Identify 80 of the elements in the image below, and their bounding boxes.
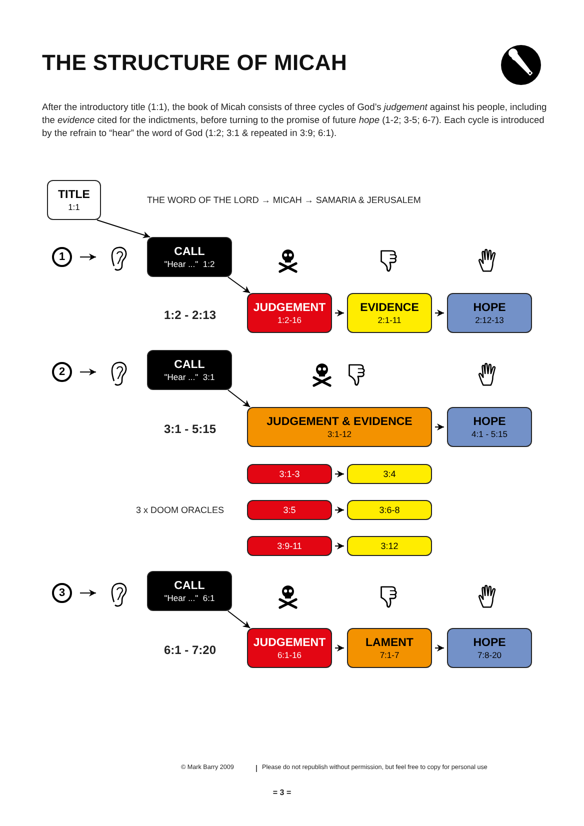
section-heading: TITLE [58,188,90,202]
ear-icon [110,246,128,272]
verse-box [247,464,332,484]
verse-reference: 2:1-11 [378,314,402,324]
verse-box [347,500,432,520]
page-title: THE STRUCTURE OF MICAH [42,50,348,76]
section-box [247,628,332,668]
section-heading: CALL [174,580,205,592]
verse-box [247,536,332,556]
verse-reference: 3:4 [383,469,396,479]
section-box [147,237,232,277]
section-box [147,350,232,390]
chapter-range: 6:1 - 7:20 [162,643,218,658]
arrow [96,220,150,238]
section-box [147,571,232,611]
arrow [80,254,96,260]
arrow [334,644,344,652]
arrow [434,644,444,652]
arrow [334,310,344,316]
section-box [47,180,101,220]
verse-reference: 3:12 [380,541,398,551]
verse-reference: 4:1 - 5:15 [472,428,508,438]
step-number: 2 [58,366,66,378]
arrow [434,424,444,430]
verse-reference: 1:2-16 [277,314,302,324]
section-heading: CALL [174,246,205,258]
subtitle-note: THE WORD OF THE LORD → MICAH → SAMARIA & JERUSALEM [147,195,422,206]
verse-box [247,500,332,520]
verse-reference: 7:8-20 [477,650,502,660]
section-note: 3 x DOOM ORACLES [134,505,226,516]
arrow [334,506,344,514]
step-number-circle [52,583,72,603]
verse-reference: "Hear ..." 1:2 [164,258,215,268]
step-number-circle [52,362,72,382]
section-box [247,293,332,333]
verse-reference: 3:1-12 [327,428,352,438]
section-box [247,407,432,447]
verse-reference: 2:12-13 [475,314,504,324]
page-number: = 3 = [272,788,292,798]
section-heading: JUDGEMENT [253,302,326,314]
ear-icon [110,582,128,608]
arrow [334,542,344,550]
verse-reference: 7:1-7 [380,650,400,660]
section-box [347,293,432,333]
section-box [447,628,532,668]
verse-reference: 6:1-16 [277,650,302,660]
intro-paragraph: After the introductory title (1:1), the book of Micah consists of three cycles of God’s judgement against his people, including the evidence cited for the indictments, before turning to the promise of future hope (1-2; 3-5; 6-7). Each cycle is introduced by the refrain to “hear” the word of God (1:2; 3:1 & repeated in 3:9; 6:1). [42,101,547,140]
verse-reference: "Hear ..." 6:1 [164,592,215,602]
arrow [80,368,96,376]
section-heading: LAMENT [366,636,414,650]
section-heading: JUDGEMENT & EVIDENCE [266,416,412,428]
arrow [228,390,250,408]
section-heading: HOPE [473,416,506,428]
section-heading: HOPE [473,636,506,650]
arrow [228,276,250,294]
verse-reference: "Hear ..." 3:1 [164,372,215,382]
arrow [334,470,344,478]
verse-reference: 3:6-8 [379,505,400,515]
step-number: 3 [58,587,66,599]
verse-reference: 1:1 [68,202,80,212]
step-number: 1 [58,251,66,263]
verse-box [347,464,432,484]
ear-icon [110,361,128,387]
chapter-range: 1:2 - 2:13 [162,308,218,323]
arrow [80,590,96,596]
verse-reference: 3:5 [283,505,296,515]
verse-reference: 3:9-11 [277,541,302,551]
verse-reference: 3:1-3 [279,469,300,479]
arrow [434,310,444,316]
section-heading: EVIDENCE [360,302,419,314]
arrow [228,610,250,628]
section-box [447,407,532,447]
section-heading: CALL [174,358,205,372]
chapter-range: 3:1 - 5:15 [162,422,218,437]
section-heading: JUDGEMENT [253,636,326,650]
section-box [347,628,432,668]
step-number-circle [52,247,72,267]
section-heading: HOPE [473,302,506,314]
section-box [447,293,532,333]
verse-box [347,536,432,556]
